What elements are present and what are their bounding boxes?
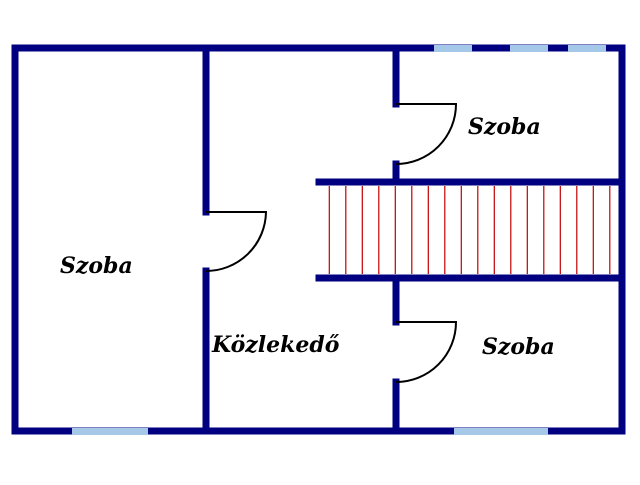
door-top-right-room: [395, 103, 458, 165]
door-bottom-right-room: [395, 321, 458, 383]
windows: [72, 45, 606, 435]
room-label-bottom-right: Szoba: [482, 334, 555, 360]
room-label-left: Szoba: [60, 253, 133, 279]
door-left-room: [205, 211, 268, 272]
doors: [205, 103, 458, 383]
window-top-3: [568, 45, 606, 52]
window-top-2: [510, 45, 548, 52]
window-top-1: [434, 45, 472, 52]
room-label-top-right: Szoba: [468, 114, 541, 140]
staircase: [328, 186, 611, 274]
room-label-hallway: Közlekedő: [211, 332, 340, 358]
window-bottom-left: [72, 428, 148, 435]
room-labels: Szoba Szoba Szoba Közlekedő: [60, 114, 555, 360]
window-bottom-right: [454, 428, 548, 435]
